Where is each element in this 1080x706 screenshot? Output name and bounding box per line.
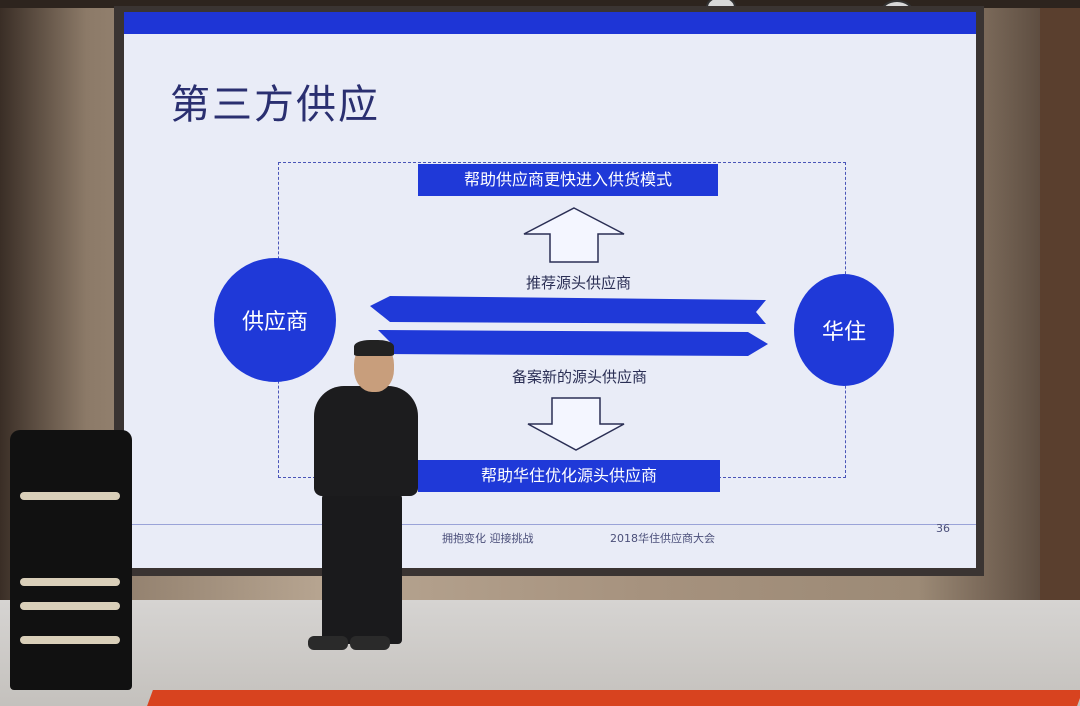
footer-event: 2018华住供应商大会 [610, 532, 715, 545]
top-band: 帮助供应商更快进入供货模式 [418, 164, 718, 196]
supplier-circle: 供应商 [214, 258, 336, 382]
speaker-legs [322, 494, 402, 644]
speaker-shoe [350, 636, 390, 650]
page-number: 36 [936, 522, 950, 535]
stage-floor [0, 600, 1080, 706]
podium-stripe [20, 636, 120, 644]
up-arrow-icon [523, 207, 625, 263]
slide-top-bar [124, 12, 976, 34]
recommend-label: 推荐源头供应商 [526, 274, 632, 292]
stage-edge [147, 690, 1080, 706]
record-label: 备案新的源头供应商 [512, 368, 648, 386]
footer-divider [124, 524, 976, 525]
ceiling [0, 0, 1080, 8]
projection-screen: 第三方供应 帮助供应商更快进入供货模式 推荐源头供应商 备案新的源头供应商 帮助… [124, 12, 976, 568]
speaker-body [314, 386, 418, 496]
down-arrow-icon [527, 397, 625, 451]
podium-stripe [20, 492, 120, 500]
podium [10, 430, 132, 690]
wall-pillar [1040, 0, 1080, 610]
slide-title: 第三方供应 [170, 82, 380, 128]
huazhu-circle: 华住 [794, 274, 894, 386]
speaker-shoe [308, 636, 348, 650]
speaker-hair [354, 340, 394, 356]
exchange-arrows-icon [370, 296, 768, 356]
podium-stripe [20, 602, 120, 610]
bottom-band: 帮助华住优化源头供应商 [418, 460, 720, 492]
footer-slogan: 拥抱变化 迎接挑战 [442, 532, 534, 545]
podium-stripe [20, 578, 120, 586]
